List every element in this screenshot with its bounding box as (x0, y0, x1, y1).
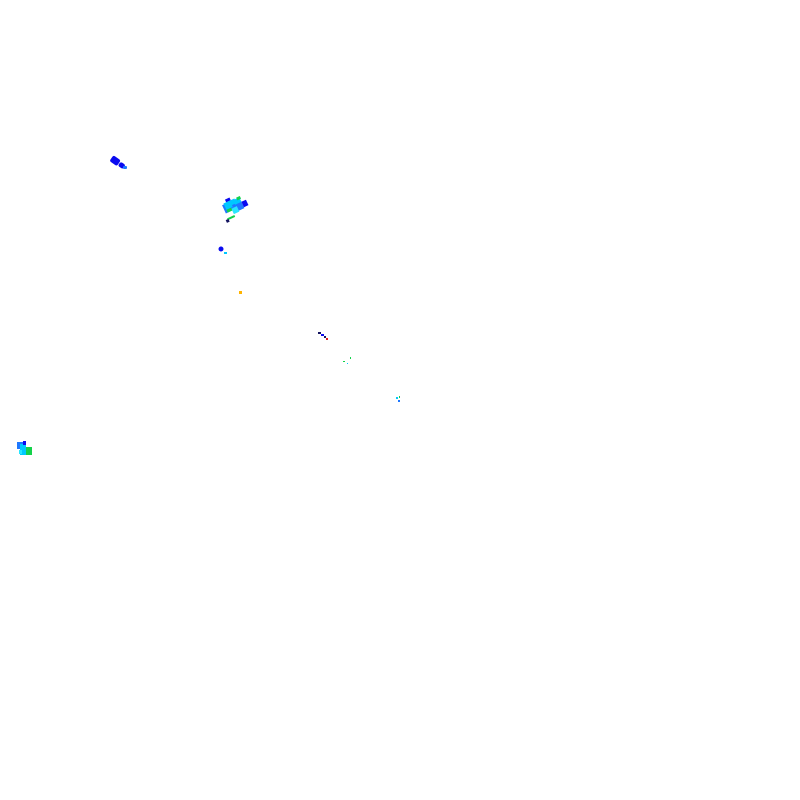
blob-mark (231, 206, 240, 215)
blob-mark (324, 336, 326, 338)
blob-faint-center (396, 396, 400, 402)
blob-mark (236, 195, 242, 201)
blob-mark (321, 334, 324, 336)
blob-mark (318, 332, 321, 334)
blob-mark (218, 246, 224, 252)
blob-mark (239, 291, 242, 294)
blob-mark (224, 252, 227, 254)
blob-upper-left (110, 156, 127, 169)
blob-mark (23, 441, 26, 445)
blob-mark (326, 338, 328, 340)
blob-small-blue (218, 246, 227, 254)
blob-mark (399, 396, 400, 398)
blob-mark (227, 215, 236, 221)
blob-left-edge (17, 441, 32, 455)
blob-mark (350, 357, 351, 359)
blob-mark (396, 397, 398, 399)
blob-mark (226, 207, 233, 213)
blob-mark (241, 199, 249, 208)
blob-mark (225, 218, 230, 223)
blob-mark (110, 156, 121, 166)
blob-mark (347, 363, 348, 364)
blob-mark (224, 197, 231, 203)
blob-green-specks (343, 357, 351, 364)
blob-mark (19, 450, 22, 454)
blob-diagonal-streak (318, 332, 328, 340)
blob-orange-dot (239, 291, 242, 294)
blob-cluster-main (222, 195, 249, 223)
blob-mark (26, 447, 32, 455)
blob-mark (343, 361, 345, 362)
blob-mark (20, 444, 26, 455)
blob-mark (398, 400, 400, 402)
blob-mark (123, 166, 127, 169)
